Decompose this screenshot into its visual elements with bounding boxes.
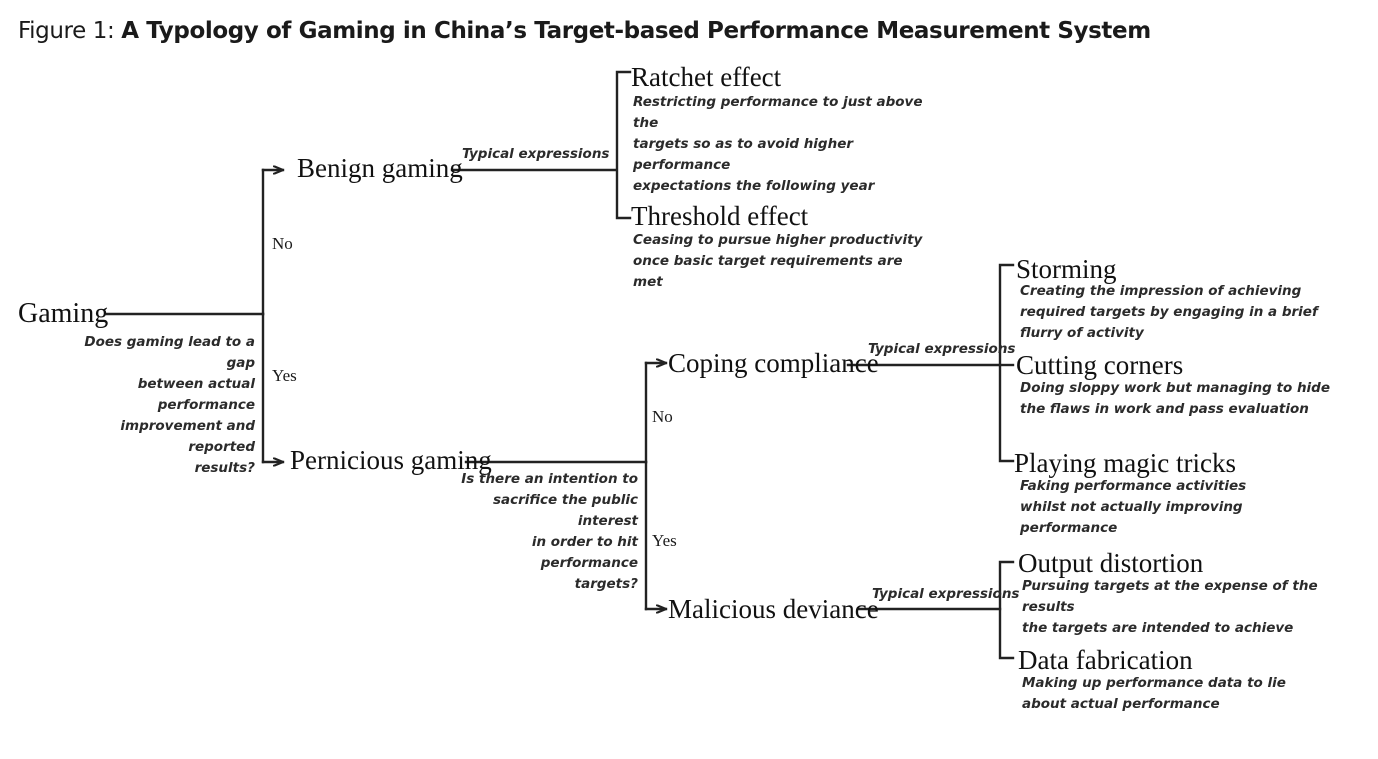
node-gaming[interactable]: Gaming <box>18 299 108 329</box>
node-data-fabrication-label: Data fabrication <box>1018 645 1193 675</box>
output-distortion-desc-line-1: Pursuing targets at the expense of the r… <box>1022 578 1318 615</box>
ratchet-effect-desc-line-2: targets so as to avoid higher performanc… <box>633 136 854 173</box>
node-benign-gaming[interactable]: Benign gaming <box>297 153 463 183</box>
bracket-coping-leaves <box>998 263 1015 463</box>
ratchet-effect-desc-line-3: expectations the following year <box>633 178 875 194</box>
node-pernicious-gaming[interactable]: Pernicious gaming <box>290 445 492 475</box>
node-data-fabrication[interactable]: Data fabrication <box>1018 645 1193 675</box>
node-malicious-deviance[interactable]: Malicious deviance <box>668 594 879 624</box>
edge-label-typical-expressions-malicious: Typical expressions <box>872 586 1020 602</box>
storming-desc-line-2: required targets by engaging in a brief <box>1020 304 1318 320</box>
pernicious-question-line-4: targets? <box>574 576 638 592</box>
pernicious-question-line-1: Is there an intention to <box>461 471 638 487</box>
branch-label-level1-yes: Yes <box>272 366 297 385</box>
node-output-distortion-label: Output distortion <box>1018 548 1204 578</box>
node-threshold-effect[interactable]: Threshold effect <box>631 201 808 231</box>
cutting-corners-desc-line-2: the flaws in work and pass evaluation <box>1020 401 1309 417</box>
threshold-effect-description: Ceasing to pursue higher productivity on… <box>633 230 933 293</box>
data-fabrication-description: Making up performance data to lie about … <box>1022 673 1342 715</box>
node-playing-magic-tricks-label: Playing magic tricks <box>1014 448 1236 478</box>
storming-desc-line-1: Creating the impression of achieving <box>1020 283 1302 299</box>
threshold-effect-desc-line-2: once basic target requirements are met <box>633 253 903 290</box>
edge-label-typical-expressions-benign: Typical expressions <box>462 146 610 162</box>
node-pernicious-gaming-label: Pernicious gaming <box>290 445 492 475</box>
pernicious-question-text: Is there an intention to sacrifice the p… <box>440 469 638 595</box>
edge-label-typical-expressions-coping: Typical expressions <box>868 341 1016 357</box>
node-gaming-label: Gaming <box>18 298 109 329</box>
figure-title: Figure 1: A Typology of Gaming in China’… <box>18 18 1151 44</box>
ratchet-effect-desc-line-1: Restricting performance to just above th… <box>633 94 923 131</box>
node-storming-label: Storming <box>1016 254 1117 284</box>
node-ratchet-effect-label: Ratchet effect <box>631 62 782 92</box>
output-distortion-desc-line-2: the targets are intended to achieve <box>1022 620 1294 636</box>
node-ratchet-effect[interactable]: Ratchet effect <box>631 62 781 92</box>
node-cutting-corners-label: Cutting corners <box>1016 350 1184 380</box>
figure-title-text: A Typology of Gaming in China’s Target-b… <box>121 18 1151 44</box>
bracket-malicious-leaves <box>998 560 1015 660</box>
node-benign-gaming-label: Benign gaming <box>297 153 463 183</box>
root-question-line-4: results? <box>194 460 255 476</box>
branch-label-level2-yes: Yes <box>652 531 677 550</box>
playing-magic-tricks-description: Faking performance activities whilst not… <box>1020 476 1320 539</box>
bracket-benign-leaves <box>615 70 632 220</box>
cutting-corners-desc-line-1: Doing sloppy work but managing to hide <box>1020 380 1331 396</box>
data-fabrication-desc-line-2: about actual performance <box>1022 696 1220 712</box>
threshold-effect-desc-line-1: Ceasing to pursue higher productivity <box>633 232 923 248</box>
playing-magic-tricks-desc-line-2: whilst not actually improving <box>1020 499 1243 515</box>
node-cutting-corners[interactable]: Cutting corners <box>1016 350 1183 380</box>
node-malicious-deviance-label: Malicious deviance <box>668 594 879 624</box>
node-storming[interactable]: Storming <box>1016 254 1117 284</box>
data-fabrication-desc-line-1: Making up performance data to lie <box>1022 675 1286 691</box>
node-playing-magic-tricks[interactable]: Playing magic tricks <box>1014 448 1236 478</box>
node-threshold-effect-label: Threshold effect <box>631 201 809 231</box>
node-coping-compliance[interactable]: Coping compliance <box>668 348 879 378</box>
node-output-distortion[interactable]: Output distortion <box>1018 548 1203 578</box>
root-question-line-3: improvement and reported <box>120 418 255 455</box>
playing-magic-tricks-desc-line-1: Faking performance activities <box>1020 478 1247 494</box>
branch-label-level2-no: No <box>652 407 673 426</box>
output-distortion-description: Pursuing targets at the expense of the r… <box>1022 576 1352 639</box>
branch-label-level1-no: No <box>272 234 293 253</box>
pernicious-question-line-2: sacrifice the public interest <box>492 492 638 529</box>
storming-desc-line-3: flurry of activity <box>1020 325 1144 341</box>
storming-description: Creating the impression of achieving req… <box>1020 281 1330 344</box>
playing-magic-tricks-desc-line-3: performance <box>1020 520 1118 536</box>
cutting-corners-description: Doing sloppy work but managing to hide t… <box>1020 378 1340 420</box>
figure-number: Figure 1: <box>18 18 122 44</box>
root-question-line-1: Does gaming lead to a gap <box>84 334 255 371</box>
pernicious-question-line-3: in order to hit performance <box>531 534 638 571</box>
root-question-text: Does gaming lead to a gap between actual… <box>60 332 255 479</box>
root-question-line-2: between actual performance <box>137 376 255 413</box>
node-coping-compliance-label: Coping compliance <box>668 348 879 378</box>
ratchet-effect-description: Restricting performance to just above th… <box>633 92 933 197</box>
